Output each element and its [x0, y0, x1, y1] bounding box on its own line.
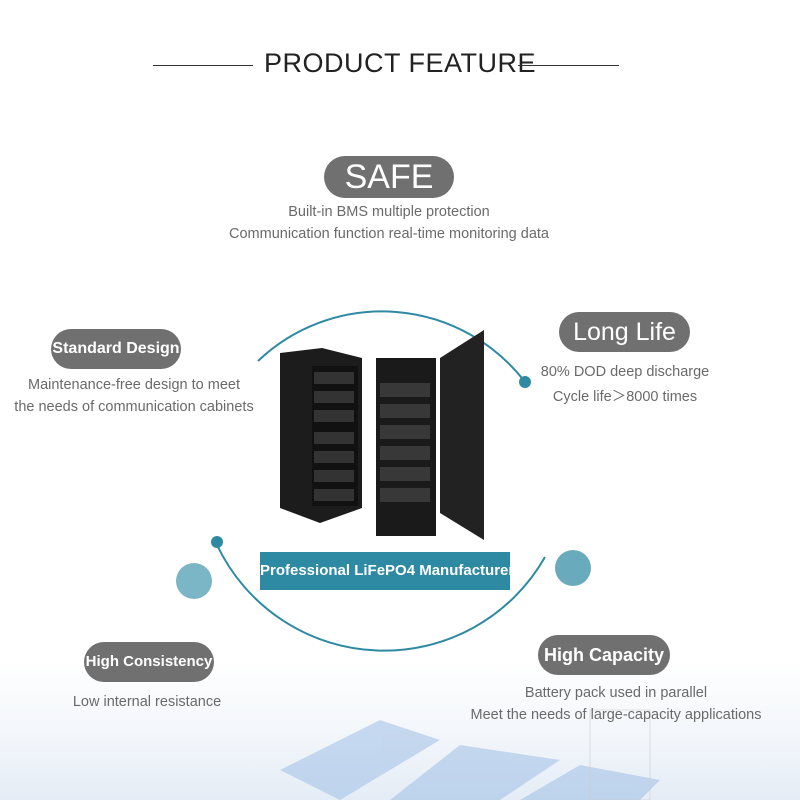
- high-capacity-pill: High Capacity: [538, 635, 670, 675]
- long-life-pill: Long Life: [559, 312, 690, 352]
- title-rule-left: [153, 65, 253, 66]
- high-consistency-description: Low internal resistance: [72, 694, 222, 710]
- ring-dot: [519, 376, 531, 388]
- title-rule-right: [518, 65, 619, 66]
- page-title: PRODUCT FEATURE: [263, 48, 536, 78]
- desc-line: Communication function real-time monitor…: [229, 226, 549, 242]
- standard-design-description: Maintenance-free design to meet the need…: [0, 374, 268, 418]
- standard-design-pill: Standard Design: [51, 329, 181, 369]
- desc-line: Battery pack used in parallel: [524, 685, 708, 701]
- desc-line: Meet the needs of large-capacity applica…: [470, 707, 762, 723]
- desc-line: the needs of communication cabinets: [14, 399, 254, 415]
- high-capacity-description: Battery pack used in parallel Meet the n…: [450, 682, 782, 726]
- desc-line: Cycle life＞8000 times: [552, 389, 698, 405]
- manufacturer-banner: Professional LiFePO4 Manufacturer: [260, 552, 514, 590]
- decor-circle: [555, 550, 591, 586]
- ring-dot: [211, 536, 223, 548]
- safe-pill: SAFE: [324, 156, 454, 198]
- long-life-description: 80% DOD deep discharge Cycle life＞8000 t…: [520, 360, 730, 410]
- desc-line: Maintenance-free design to meet: [28, 377, 240, 393]
- safe-description: Built-in BMS multiple protection Communi…: [0, 201, 778, 245]
- solar-panel-background: [0, 660, 800, 801]
- desc-line: 80% DOD deep discharge: [540, 364, 710, 380]
- high-consistency-pill: High Consistency: [84, 642, 214, 682]
- battery-cabinet-image: [280, 330, 484, 540]
- decor-circle: [176, 563, 212, 599]
- desc-line: Built-in BMS multiple protection: [288, 204, 490, 220]
